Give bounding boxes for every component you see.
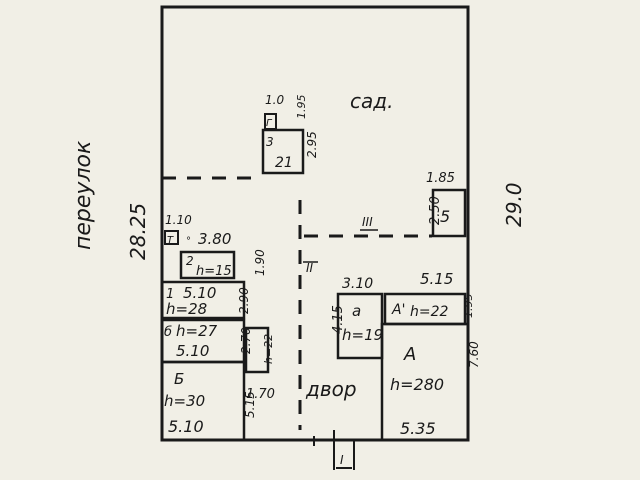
- block-1-name: 1: [166, 287, 174, 302]
- block-side-h: h=22: [262, 334, 275, 364]
- outbuilding-3-d: 2.95: [305, 131, 319, 158]
- right-length: 29.0: [502, 182, 526, 227]
- block-2-d: 1.90: [253, 249, 267, 276]
- block-b-w: 5.10: [168, 417, 204, 436]
- outbuilding-3-num: 3: [266, 135, 274, 149]
- house-a-prime-h: h=22: [410, 304, 449, 320]
- shed-5-d: 2.50: [428, 196, 443, 225]
- toilet-len: 3.80: [198, 230, 231, 248]
- porch-a-small-d: 4.15: [331, 305, 346, 334]
- outbuilding-3-mark: Г: [266, 118, 273, 129]
- toilet-mark: Т: [167, 235, 174, 246]
- shed-5: 5 1.85 2.50: [426, 171, 467, 238]
- dashed-fences: [162, 176, 432, 430]
- block-b-h: h=30: [164, 392, 205, 410]
- block-b-small-w: 5.10: [176, 342, 209, 360]
- fence-iii-label: III: [362, 215, 373, 229]
- house: [336, 292, 470, 442]
- gate-label: I: [340, 453, 344, 467]
- block-b-small-d: 2.70: [239, 327, 253, 354]
- fence-ii-label: II: [306, 261, 314, 275]
- house-a-prime-d: 1.95: [462, 294, 475, 319]
- block-b-name: Б: [174, 370, 184, 388]
- block-b-small-h: h=27: [176, 322, 218, 340]
- house-a-prime-name: А': [391, 302, 405, 318]
- block-2-name: 2: [186, 254, 194, 268]
- outbuilding-3-w2: 1.95: [295, 95, 308, 120]
- outbuilding-3-w: 1.0: [265, 93, 284, 107]
- block-2-h: h=15: [196, 264, 232, 279]
- porch-a-small-w: 3.10: [342, 276, 373, 292]
- house-a-d: 7.60: [467, 341, 481, 368]
- outbuilding-3: Г 3 21 1.0 1.95 2.95: [261, 93, 319, 175]
- garden-label: сад.: [350, 89, 393, 113]
- yard-label: двор: [305, 377, 357, 401]
- shed-5-w: 1.85: [426, 171, 455, 186]
- toilet: Т 1.10 3.80 °: [164, 213, 231, 248]
- outbuilding-3-area: 21: [275, 155, 293, 171]
- toilet-w: 1.10: [165, 213, 192, 227]
- house-a-w: 5.35: [400, 419, 436, 438]
- svg-text:°: °: [186, 236, 191, 247]
- block-1-w: 5.10: [183, 284, 216, 302]
- lane-label: переулок: [71, 140, 96, 250]
- house-a-h: h=280: [390, 375, 444, 394]
- lane-length: 28.25: [126, 203, 150, 260]
- block-b-d: 5.15: [243, 391, 257, 418]
- house-a-name: А: [403, 344, 416, 365]
- block-b-small-name: б: [164, 325, 172, 340]
- porch-a-small-h: h=19: [342, 326, 383, 344]
- block-1-h: h=28: [166, 300, 207, 318]
- shed-5-num: 5: [440, 207, 450, 226]
- block-1-d: 2.90: [237, 287, 251, 314]
- gate: [313, 430, 355, 470]
- porch-a-small-name: а: [352, 302, 361, 320]
- left-blocks: [160, 250, 270, 442]
- house-a-prime-w: 5.15: [420, 270, 453, 288]
- block-side-w: 1.70: [246, 387, 275, 402]
